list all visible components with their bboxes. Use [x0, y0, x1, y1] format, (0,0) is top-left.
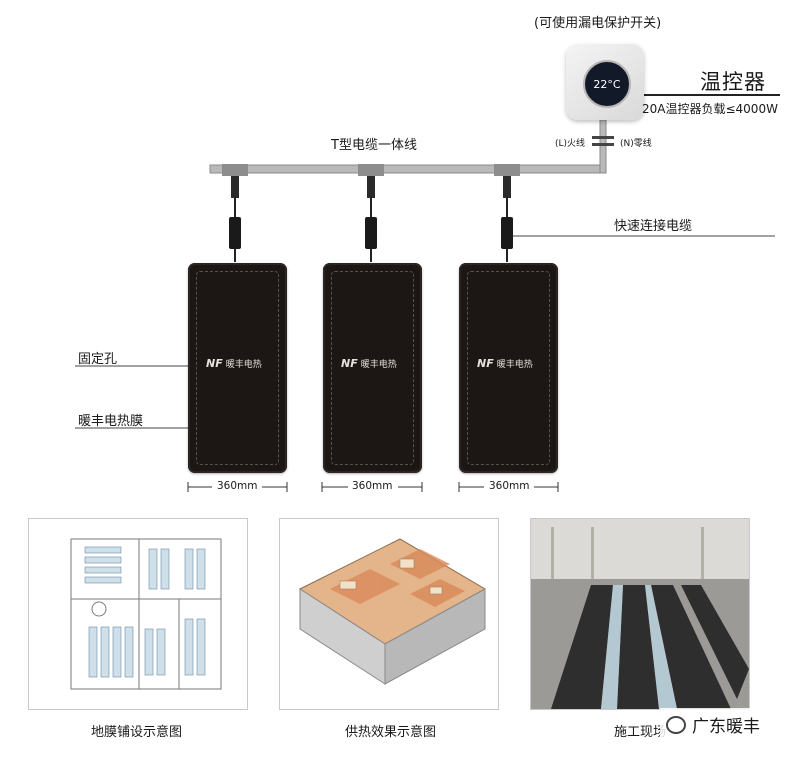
- watermark-text: 广东暖丰: [692, 717, 760, 737]
- thermostat-spec: 20A温控器负载≤4000W: [642, 102, 778, 116]
- connector-1: [222, 164, 248, 262]
- logo-text: NF: [477, 357, 494, 370]
- connector-2: [358, 164, 384, 262]
- thermostat-title: 温控器: [700, 70, 766, 94]
- neutral-wire-label: (N)零线: [620, 139, 652, 149]
- construction-site-photo: [530, 518, 750, 710]
- width-label-2: 360mm: [352, 480, 393, 492]
- brand-logo: NF 暖丰电热: [341, 357, 397, 370]
- wechat-icon: [666, 715, 686, 734]
- caption-floor-plan: 地膜铺设示意图: [91, 725, 183, 740]
- quick-connect-label: 快速连接电缆: [614, 219, 693, 234]
- heating-effect-image: [279, 518, 499, 710]
- floor-plan-drawing: [70, 538, 222, 690]
- fixing-hole-label: 固定孔: [78, 352, 118, 367]
- site-photo-drawing: [531, 519, 749, 709]
- isometric-house-drawing: [298, 538, 487, 685]
- thermostat-riser: [599, 119, 607, 174]
- heating-film-panel-3: NF 暖丰电热: [459, 263, 558, 473]
- thermostat-temperature: 22°C: [593, 77, 621, 91]
- t-cable-label: T型电缆一体线: [331, 138, 417, 153]
- thermostat-device: 22°C: [566, 44, 644, 120]
- live-wire-label: (L)火线: [555, 139, 586, 149]
- thermostat-display: 22°C: [583, 60, 631, 108]
- brand-logo: NF 暖丰电热: [206, 357, 262, 370]
- leakage-protection-note: (可使用漏电保护开关): [534, 16, 662, 31]
- heating-film-panel-1: NF 暖丰电热: [188, 263, 287, 473]
- logo-cn: 暖丰电热: [360, 360, 397, 370]
- floor-plan-image: [28, 518, 248, 710]
- heating-film-label: 暖丰电热膜: [78, 414, 144, 429]
- caption-heating-effect: 供热效果示意图: [345, 725, 437, 740]
- wechat-watermark: 广东暖丰: [660, 708, 766, 741]
- connector-3: [494, 164, 520, 262]
- width-label-3: 360mm: [489, 480, 530, 492]
- brand-logo: NF 暖丰电热: [477, 357, 533, 370]
- caption-construction-site: 施工现场: [614, 725, 667, 740]
- heating-film-panel-2: NF 暖丰电热: [323, 263, 422, 473]
- logo-cn: 暖丰电热: [225, 360, 262, 370]
- logo-text: NF: [206, 357, 223, 370]
- t-cable-bar: [209, 164, 607, 174]
- width-label-1: 360mm: [217, 480, 258, 492]
- logo-cn: 暖丰电热: [496, 360, 533, 370]
- logo-text: NF: [341, 357, 358, 370]
